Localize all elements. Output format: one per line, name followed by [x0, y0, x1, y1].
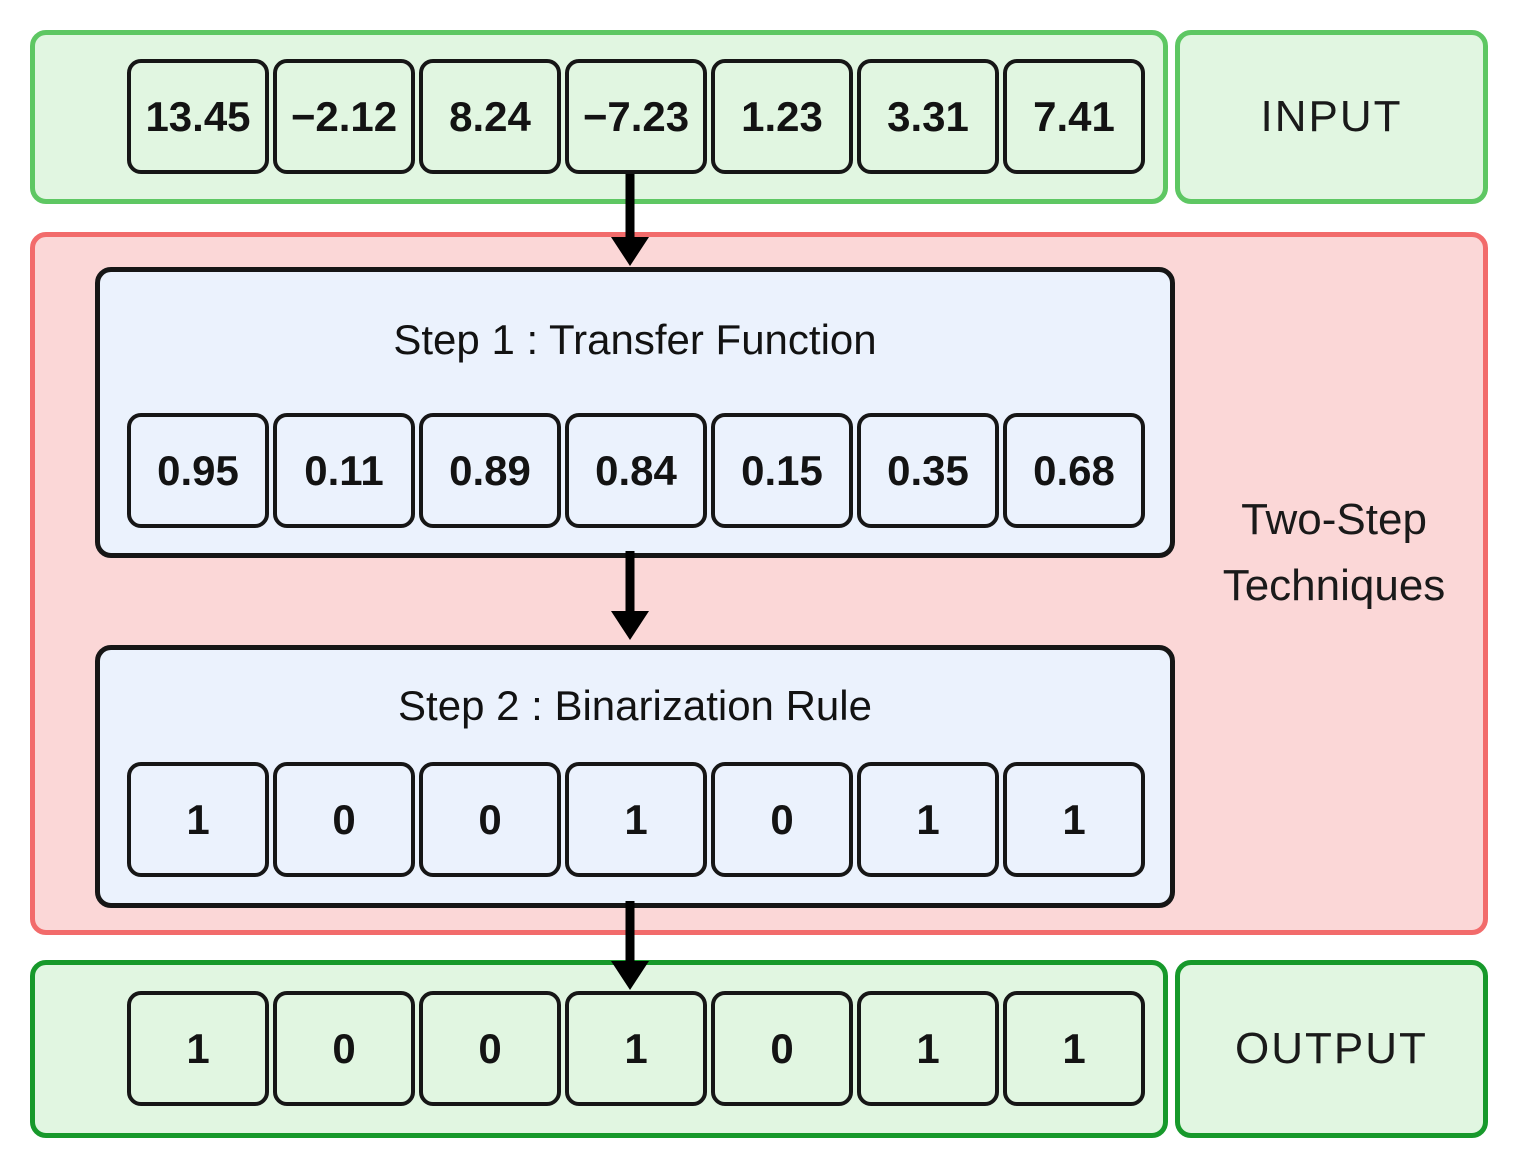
output-label-box: OUTPUT: [1175, 960, 1488, 1138]
input-label: INPUT: [1260, 92, 1403, 141]
value-cell: 0.15: [711, 413, 853, 528]
step1-title: Step 1 : Transfer Function: [393, 316, 877, 363]
value-cell: 0.89: [419, 413, 561, 528]
value-cell: 0.84: [565, 413, 707, 528]
value-cell: 1: [565, 762, 707, 877]
value-cell: 1: [857, 991, 999, 1106]
value-cell: 7.41: [1003, 59, 1145, 174]
output-label: OUTPUT: [1235, 1024, 1428, 1073]
arrow-down-icon: [611, 961, 649, 990]
value-cell: 1: [857, 762, 999, 877]
arrow-stem: [625, 551, 635, 614]
value-cell: 0.68: [1003, 413, 1145, 528]
value-cell: 0.35: [857, 413, 999, 528]
value-cell: 1: [565, 991, 707, 1106]
arrow-step2-to-output: [611, 901, 649, 990]
value-cell: 3.31: [857, 59, 999, 174]
arrow-stem: [625, 174, 635, 240]
value-cell: 0: [273, 762, 415, 877]
value-cell: −7.23: [565, 59, 707, 174]
value-cell: 0.11: [273, 413, 415, 528]
arrow-stem: [625, 901, 635, 964]
value-cell: 8.24: [419, 59, 561, 174]
value-cell: 0: [419, 991, 561, 1106]
value-cell: 0: [419, 762, 561, 877]
value-cell: 1.23: [711, 59, 853, 174]
value-cell: 1: [127, 762, 269, 877]
value-cell: 0: [273, 991, 415, 1106]
two-step-label: Two-Step Techniques: [1175, 487, 1493, 619]
input-label-box: INPUT: [1175, 30, 1488, 204]
value-cell: 0: [711, 991, 853, 1106]
value-cell: 13.45: [127, 59, 269, 174]
step2-title: Step 2 : Binarization Rule: [398, 682, 872, 729]
value-cell: 0: [711, 762, 853, 877]
arrow-down-icon: [611, 237, 649, 266]
value-cell: −2.12: [273, 59, 415, 174]
two-step-label-line1: Two-Step: [1241, 495, 1427, 544]
arrow-down-icon: [611, 611, 649, 640]
two-step-label-line2: Techniques: [1222, 561, 1446, 610]
value-cell: 0.95: [127, 413, 269, 528]
arrow-input-to-step1: [611, 174, 649, 266]
value-cell: 1: [1003, 762, 1145, 877]
arrow-step1-to-step2: [611, 551, 649, 640]
value-cell: 1: [1003, 991, 1145, 1106]
value-cell: 1: [127, 991, 269, 1106]
